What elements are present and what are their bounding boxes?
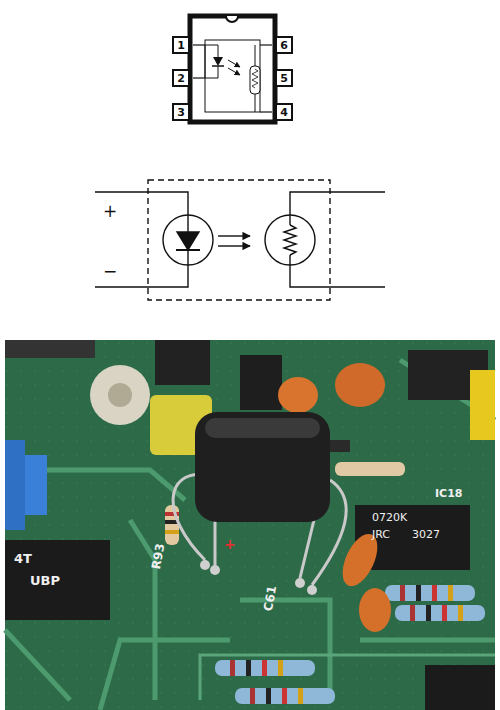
pin-number: 3 — [177, 107, 185, 118]
pin-number: 1 — [177, 40, 185, 51]
polarity-sign: + — [103, 203, 117, 220]
pin-number: 4 — [280, 107, 288, 118]
polarity-sign: − — [103, 263, 117, 280]
chip-marking: 4T — [14, 552, 32, 565]
chip-marking: 3027 — [412, 529, 440, 540]
chip-marking: JRC — [372, 529, 390, 540]
pin-box: 4 — [275, 103, 293, 121]
polarity-mark: + — [224, 537, 236, 551]
pcb-photo — [5, 340, 495, 710]
chip-marking: UBP — [30, 574, 60, 587]
pin-box: 6 — [275, 36, 293, 54]
pin-number: 5 — [280, 73, 288, 84]
silkscreen-label: IC18 — [435, 488, 462, 499]
dip-package — [190, 16, 275, 122]
pin-number: 2 — [177, 73, 185, 84]
pin-box: 2 — [172, 69, 190, 87]
pin-box: 5 — [275, 69, 293, 87]
pin-box: 3 — [172, 103, 190, 121]
pin-box: 1 — [172, 36, 190, 54]
pin-number: 6 — [280, 40, 288, 51]
chip-marking: 0720K — [372, 512, 407, 523]
optocoupler-symbol — [95, 180, 385, 300]
